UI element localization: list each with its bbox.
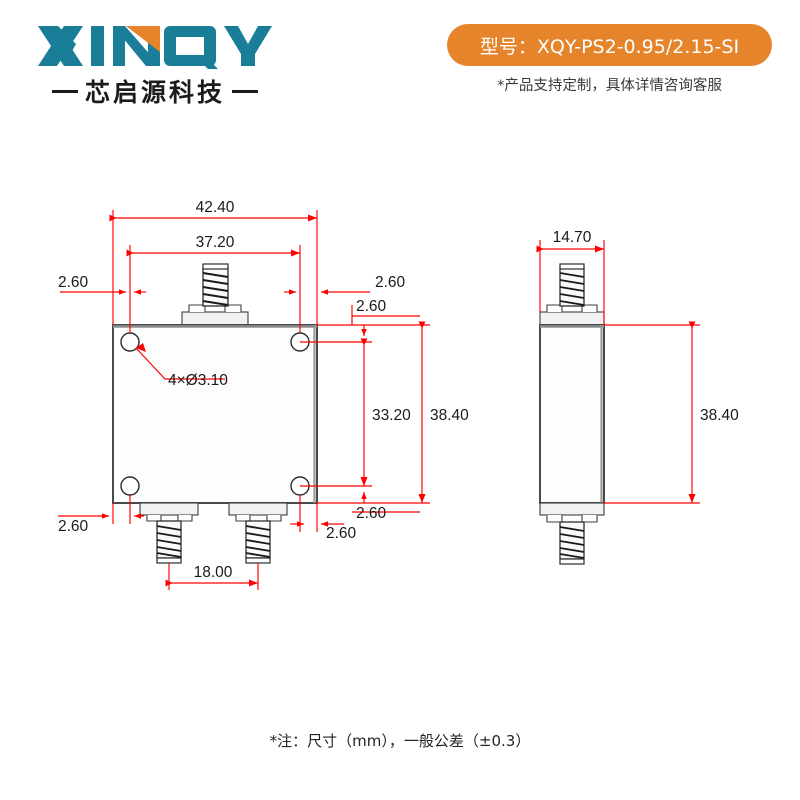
dim-text-hole-span-height: 33.20 [372, 407, 411, 424]
model-badge-text: 型号：XQY-PS2-0.95/2.15-SI [479, 35, 740, 58]
customization-note: *产品支持定制，具体详情咨询客服 [497, 78, 722, 94]
side-bottom-connector [539, 502, 605, 565]
logo-subtitle-row: 芯启源科技 [36, 74, 274, 108]
dim-text-side-width: 14.70 [553, 229, 592, 246]
model-badge: 型号：XQY-PS2-0.95/2.15-SI [447, 24, 772, 66]
logo-rule-right [232, 89, 258, 93]
drawing-canvas: 42.40 37.20 2.60 2.60 4×Ø3.10 38.40 33.2… [58, 199, 739, 590]
logo-rule-left [51, 89, 78, 93]
dim-text-overall-height: 38.40 [430, 407, 469, 424]
front-view-group: 42.40 37.20 2.60 2.60 4×Ø3.10 38.40 33.2… [58, 199, 469, 590]
dim-text-connector-span: 18.00 [194, 564, 233, 581]
dim-text-side-height: 38.40 [700, 407, 739, 424]
dim-text-hole-callout: 4×Ø3.10 [168, 372, 228, 389]
dim-text-hole-span-width: 37.20 [196, 234, 235, 251]
dim-text-edge-top: 2.60 [356, 298, 387, 315]
dim-text-overall-width: 42.40 [196, 199, 235, 216]
page-header: 芯启源科技 型号：XQY-PS2-0.95/2.15-SI *产品支持定制，具体… [0, 0, 800, 120]
mechanical-drawing: 42.40 37.20 2.60 2.60 4×Ø3.10 38.40 33.2… [0, 120, 800, 740]
tolerance-note: *注：尺寸（mm），一般公差（±0.3） [269, 732, 531, 750]
dim-text-edge-bottom-left: 2.60 [58, 518, 89, 535]
front-body-outline [112, 324, 318, 504]
hole-callout-leader [135, 347, 225, 380]
front-bottom-connector-2 [228, 502, 288, 564]
front-top-connector [181, 263, 249, 326]
logo-wordmark [38, 26, 272, 69]
side-view-group: 14.70 38.40 [536, 229, 739, 565]
side-top-connector [539, 263, 605, 326]
dim-text-edge-bottom-right: 2.60 [326, 525, 357, 542]
dim-text-edge-bottom: 2.60 [356, 505, 387, 522]
dim-text-edge-left: 2.60 [58, 274, 89, 291]
company-logo: 芯启源科技 [36, 22, 276, 107]
front-bottom-connector-1 [139, 502, 199, 564]
logo-subtitle: 芯启源科技 [84, 78, 225, 107]
dim-text-edge-right: 2.60 [375, 274, 406, 291]
side-body-outline [539, 324, 605, 504]
